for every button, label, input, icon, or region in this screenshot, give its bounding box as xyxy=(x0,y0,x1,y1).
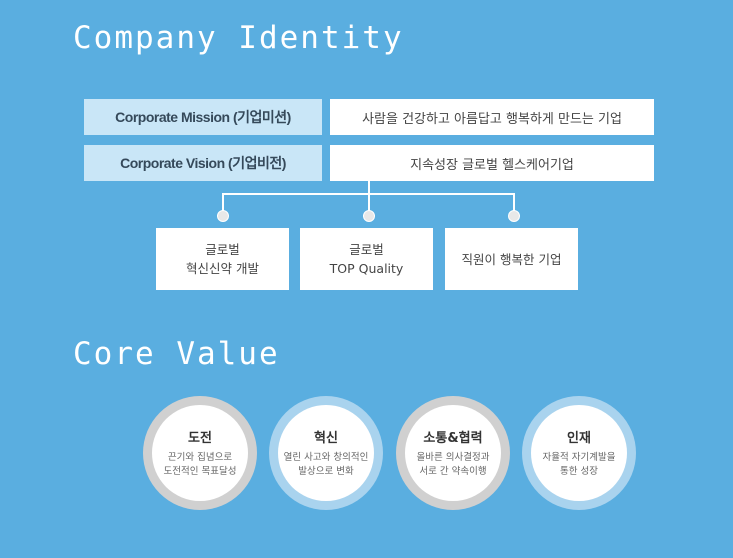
core-value-name: 인재 xyxy=(567,431,591,446)
goal-box-global-quality: 글로벌 TOP Quality xyxy=(300,228,433,290)
core-value-desc: 서로 간 약속이행 xyxy=(419,466,487,477)
connector-dot-left xyxy=(217,210,229,222)
company-identity-title: Company Identity xyxy=(73,20,404,56)
core-value-inner: 인재 자율적 자기계발을 통한 성장 xyxy=(531,405,627,501)
core-value-innovation: 혁신 열린 사고와 창의적인 발상으로 변화 xyxy=(269,396,383,510)
goal-line: TOP Quality xyxy=(329,261,404,276)
core-value-talent: 인재 자율적 자기계발을 통한 성장 xyxy=(522,396,636,510)
core-value-desc: 올바른 의사결정과 xyxy=(416,452,490,463)
core-value-desc: 자율적 자기계발을 xyxy=(542,452,616,463)
connector-vertical-main xyxy=(368,181,370,194)
core-value-desc: 발상으로 변화 xyxy=(298,466,354,477)
connector-drop-center xyxy=(368,193,370,213)
core-value-name: 혁신 xyxy=(314,431,338,446)
corporate-vision-label: Corporate Vision (기업비전) xyxy=(84,145,322,181)
core-value-title: Core Value xyxy=(73,336,280,372)
corporate-mission-label: Corporate Mission (기업미션) xyxy=(84,99,322,135)
core-value-inner: 혁신 열린 사고와 창의적인 발상으로 변화 xyxy=(278,405,374,501)
corporate-mission-value: 사람을 건강하고 아름답고 행복하게 만드는 기업 xyxy=(330,99,654,135)
corporate-vision-value: 지속성장 글로벌 헬스케어기업 xyxy=(330,145,654,181)
goal-line: 글로벌 xyxy=(349,242,384,257)
connector-dot-center xyxy=(363,210,375,222)
core-value-desc: 열린 사고와 창의적인 xyxy=(283,452,369,463)
core-value-communication: 소통&협력 올바른 의사결정과 서로 간 약속이행 xyxy=(396,396,510,510)
core-value-inner: 소통&협력 올바른 의사결정과 서로 간 약속이행 xyxy=(405,405,501,501)
goal-line: 혁신신약 개발 xyxy=(186,261,259,276)
core-value-desc: 도전적인 목표달성 xyxy=(163,466,237,477)
core-value-challenge: 도전 끈기와 집념으로 도전적인 목표달성 xyxy=(143,396,257,510)
goal-line: 직원이 행복한 기업 xyxy=(461,251,562,267)
goal-line: 글로벌 xyxy=(205,242,240,257)
core-value-name: 도전 xyxy=(188,431,212,446)
core-value-name: 소통&협력 xyxy=(423,431,483,446)
goal-box-global-drug: 글로벌 혁신신약 개발 xyxy=(156,228,289,290)
connector-drop-left xyxy=(222,193,224,213)
core-value-desc: 통한 성장 xyxy=(560,466,598,477)
goal-box-happy-employees: 직원이 행복한 기업 xyxy=(445,228,578,290)
connector-dot-right xyxy=(508,210,520,222)
connector-drop-right xyxy=(513,193,515,213)
core-value-desc: 끈기와 집념으로 xyxy=(167,452,233,463)
core-value-inner: 도전 끈기와 집념으로 도전적인 목표달성 xyxy=(152,405,248,501)
